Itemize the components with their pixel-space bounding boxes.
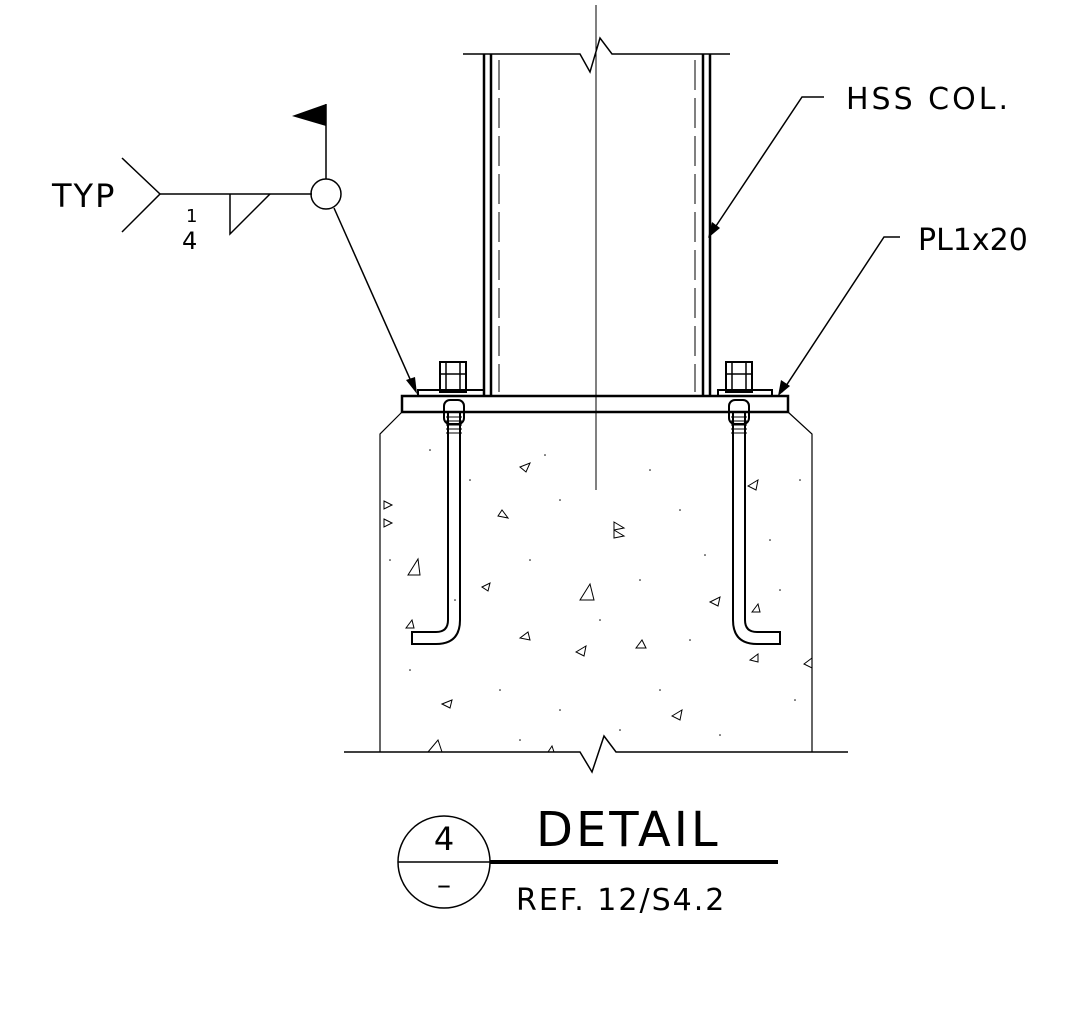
detail-number: 4 — [434, 820, 454, 858]
hss-column — [482, 54, 712, 396]
anchor-nut-left — [417, 361, 485, 397]
detail-sheet: – — [437, 868, 451, 901]
detail-reference: REF. 12/S4.2 — [516, 883, 726, 918]
anchor-rod-left — [411, 399, 465, 645]
weld-size-denominator: 4 — [182, 227, 197, 255]
fillet-weld-icon — [229, 193, 271, 236]
weld-note: TYP — [51, 177, 116, 215]
concrete-stipple — [389, 449, 801, 741]
column-break-line — [463, 36, 730, 74]
weld-size-numerator: 1 — [186, 206, 197, 227]
weld-all-around-icon — [310, 178, 342, 210]
base-plate-leader — [778, 236, 900, 396]
anchor-nut-right — [717, 361, 773, 397]
concrete-pedestal — [344, 411, 848, 774]
concrete-hatch — [383, 462, 813, 753]
hss-column-leader — [708, 96, 824, 238]
base-plate-label: PL1x20 — [918, 223, 1028, 258]
pedestal-break-line — [344, 734, 848, 774]
hss-column-label: HSS COL. — [846, 82, 1011, 117]
weld-symbol — [121, 104, 417, 394]
base-plate — [400, 394, 790, 414]
anchor-rod-right — [728, 399, 781, 645]
detail-title: DETAIL — [536, 802, 721, 858]
detail-title-block — [397, 815, 778, 909]
field-weld-flag-icon — [292, 104, 326, 126]
